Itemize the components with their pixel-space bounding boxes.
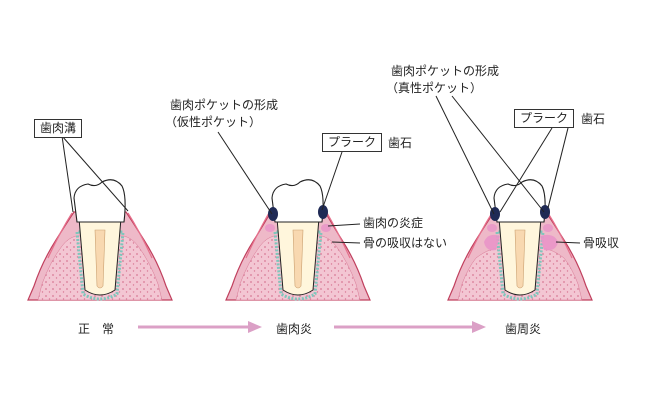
gum-margin-line-gingivitis bbox=[245, 210, 351, 259]
stage-arrow-head-1 bbox=[472, 321, 486, 333]
periodontal-ligament-periodontitis bbox=[495, 230, 545, 301]
tooth-normal bbox=[27, 179, 173, 301]
true-pocket-label-line1: 歯肉ポケットの形成 bbox=[391, 64, 500, 78]
plaque-label-periodontitis: プラーク bbox=[514, 109, 575, 128]
plaque-left-gingivitis bbox=[268, 207, 278, 221]
tartar-label-periodontitis: 歯石 bbox=[581, 112, 606, 126]
no-bone-resorption-leader bbox=[331, 241, 361, 244]
bone-resorption-left bbox=[484, 234, 500, 251]
tooth-crown-periodontitis bbox=[493, 179, 546, 223]
plaque-leader-periodontitis-left bbox=[499, 127, 553, 213]
plaque-leader-periodontitis-right bbox=[547, 127, 569, 209]
inflammation-right-periodontitis bbox=[543, 224, 553, 232]
inflammation-left-periodontitis bbox=[487, 224, 497, 232]
true-pocket-leader-left bbox=[435, 95, 495, 215]
stage-label-periodontitis: 歯周炎 bbox=[505, 322, 542, 336]
gum-margin-line-normal bbox=[47, 212, 153, 259]
pseudo-pocket-leader bbox=[217, 131, 273, 215]
stage-arrow-head-0 bbox=[248, 321, 262, 333]
sulcus-leader-left bbox=[61, 135, 74, 213]
pseudo-pocket-label-line2: （仮性ポケット） bbox=[165, 115, 262, 129]
plaque-right-periodontitis bbox=[540, 205, 550, 219]
bone-resorption-leader bbox=[555, 241, 581, 244]
tooth-crown-gingivitis bbox=[271, 179, 324, 223]
tooth-periodontitis bbox=[447, 179, 593, 301]
plaque-label-gingivitis: プラーク bbox=[322, 133, 383, 152]
stage-label-normal: 正 常 bbox=[78, 322, 115, 336]
bone-resorption-right bbox=[540, 234, 558, 251]
plaque-right-gingivitis bbox=[318, 205, 328, 219]
tooth-pulp-normal bbox=[94, 229, 106, 289]
pseudo-pocket-label-line1: 歯肉ポケットの形成 bbox=[170, 98, 279, 112]
gum-inflammation-leader bbox=[327, 223, 361, 227]
no-bone-resorption-label: 骨の吸収はない bbox=[363, 236, 448, 250]
tooth-pulp-gingivitis bbox=[292, 229, 304, 289]
tooth-pulp-periodontitis bbox=[514, 229, 526, 289]
plaque-leader-gingivitis bbox=[321, 151, 343, 211]
gum-inflammation-label: 歯肉の炎症 bbox=[363, 216, 424, 230]
true-pocket-label-line2: （真性ポケット） bbox=[386, 81, 483, 95]
tartar-label-gingivitis: 歯石 bbox=[388, 136, 413, 150]
tooth-gingivitis bbox=[225, 179, 371, 301]
true-pocket-leader-right bbox=[451, 95, 545, 213]
bone-resorption-label: 骨吸収 bbox=[583, 236, 620, 250]
gingival-sulcus-label: 歯肉溝 bbox=[34, 119, 83, 138]
inflammation-left-gingivitis bbox=[265, 224, 275, 232]
stage-label-gingivitis: 歯肉炎 bbox=[276, 322, 313, 336]
gum-margin-line-periodontitis bbox=[467, 212, 573, 259]
tooth-crown-normal bbox=[73, 179, 126, 223]
inflammation-right-gingivitis bbox=[321, 224, 331, 232]
periodontal-ligament-normal bbox=[75, 230, 125, 301]
sulcus-leader-right bbox=[61, 135, 129, 212]
periodontal-ligament-gingivitis bbox=[273, 230, 323, 301]
